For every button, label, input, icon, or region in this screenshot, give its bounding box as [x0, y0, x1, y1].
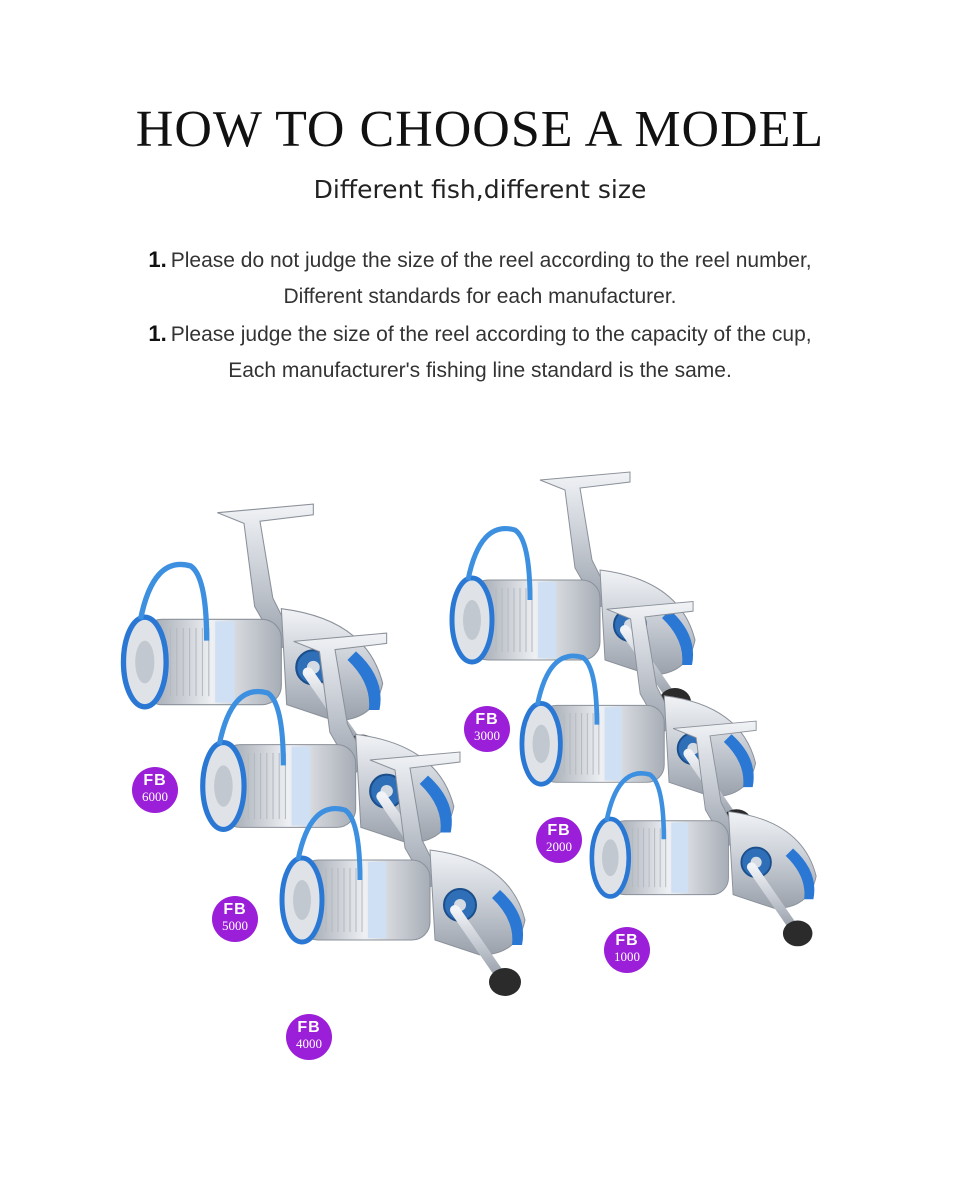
model-badge-3000: FB 3000	[464, 706, 510, 752]
model-badge-1000: FB 1000	[604, 927, 650, 973]
note-line-2: Different standards for each manufacture…	[0, 278, 960, 315]
reel-lineup: FB 6000 FB 5000 FB 4000 FB 3000 FB 2000 …	[0, 440, 960, 1120]
note-line-3: 1.Please judge the size of the reel acco…	[0, 315, 960, 352]
note-text: Please do not judge the size of the reel…	[170, 249, 812, 272]
page-subtitle: Different fish,different size	[313, 175, 647, 204]
page-title: HOW TO CHOOSE A MODEL	[135, 101, 825, 158]
note-text: Different standards for each manufacture…	[283, 285, 677, 308]
model-badge-4000: FB 4000	[286, 1014, 332, 1060]
note-number: 1.	[148, 247, 167, 272]
note-text: Each manufacturer's fishing line standar…	[228, 359, 732, 382]
note-line-1: 1.Please do not judge the size of the re…	[0, 241, 960, 278]
model-badge-6000: FB 6000	[132, 767, 178, 813]
note-line-4: Each manufacturer's fishing line standar…	[0, 352, 960, 389]
note-number: 1.	[148, 321, 167, 346]
model-badge-5000: FB 5000	[212, 896, 258, 942]
model-badge-2000: FB 2000	[536, 817, 582, 863]
notes-block: 1.Please do not judge the size of the re…	[0, 241, 960, 389]
note-text: Please judge the size of the reel accord…	[170, 323, 812, 346]
